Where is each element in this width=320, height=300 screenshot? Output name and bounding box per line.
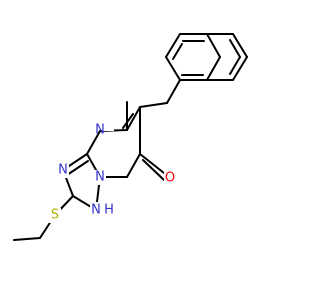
bond-inner xyxy=(66,160,89,176)
structure-canvas: N N N N H O S xyxy=(13,33,248,241)
atom-sulfur: S xyxy=(49,208,61,223)
bond xyxy=(206,33,221,58)
bond xyxy=(126,106,141,131)
bond-inner xyxy=(172,43,183,60)
bond xyxy=(232,56,248,81)
svg-text:H: H xyxy=(104,203,114,218)
svg-text:S: S xyxy=(51,208,59,223)
bond-inner xyxy=(142,159,165,181)
bond xyxy=(13,237,41,241)
svg-text:O: O xyxy=(165,171,175,186)
bond-inner xyxy=(229,39,241,58)
atom-n-left: N xyxy=(57,163,69,178)
bond xyxy=(86,130,101,155)
svg-text:N: N xyxy=(58,163,68,178)
bond xyxy=(139,102,168,108)
bond xyxy=(165,33,181,58)
svg-text:N: N xyxy=(91,203,101,218)
bond-inner xyxy=(229,56,241,75)
bond xyxy=(165,56,181,81)
molecule-drawing: N N N N H O S xyxy=(13,33,248,241)
bond xyxy=(139,153,165,174)
svg-text:N: N xyxy=(95,123,105,138)
bond xyxy=(206,56,221,81)
bond xyxy=(232,33,248,58)
atom-n-top: N xyxy=(95,116,114,138)
atom-oxygen: O xyxy=(164,170,176,186)
bond xyxy=(126,153,141,178)
atom-n-bridge: N xyxy=(94,170,106,185)
atom-nh: N H xyxy=(90,202,116,218)
svg-text:N: N xyxy=(95,170,105,185)
bond xyxy=(166,79,181,104)
